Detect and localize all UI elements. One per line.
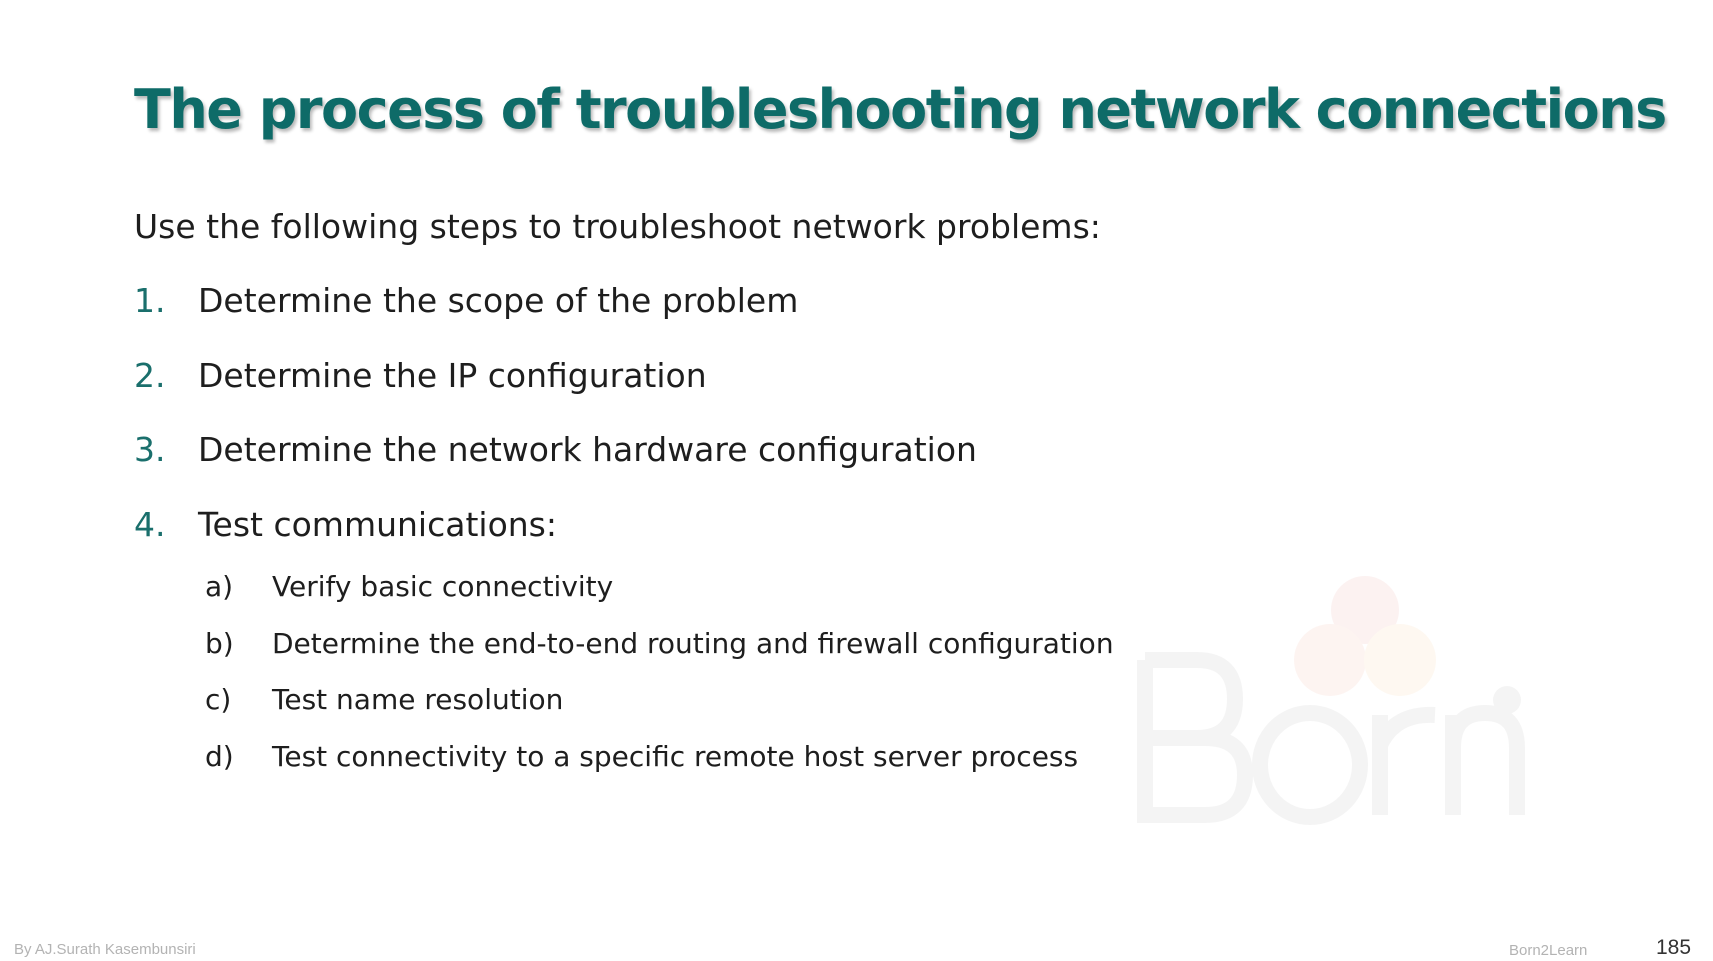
born2learn-watermark-logo xyxy=(1137,576,1525,825)
step-number: 4. xyxy=(134,505,166,544)
footer-author: By AJ.Surath Kasembunsiri xyxy=(14,941,196,958)
page-number: 185 xyxy=(1656,936,1692,959)
step-text: Determine the network hardware configura… xyxy=(198,430,977,469)
substep-text: Verify basic connectivity xyxy=(272,570,614,603)
step-number: 2. xyxy=(134,356,166,395)
substep-letter: c) xyxy=(205,683,232,716)
step-text: Determine the scope of the problem xyxy=(198,281,799,320)
step-number: 3. xyxy=(134,430,166,469)
step-text: Determine the IP configuration xyxy=(198,356,707,395)
intro-text: Use the following steps to troubleshoot … xyxy=(134,207,1101,246)
footer-brand: Born2Learn xyxy=(1509,942,1588,959)
substep-letter: d) xyxy=(205,740,234,773)
slide-title: The process of troubleshooting network c… xyxy=(134,78,1667,141)
substep-letter: a) xyxy=(205,570,234,603)
step-number: 1. xyxy=(134,281,166,320)
substep-text: Test connectivity to a specific remote h… xyxy=(272,740,1079,773)
step-text: Test communications: xyxy=(198,505,557,544)
substep-text: Determine the end-to-end routing and fir… xyxy=(272,627,1114,660)
substep-letter: b) xyxy=(205,627,234,660)
substep-text: Test name resolution xyxy=(272,683,564,716)
